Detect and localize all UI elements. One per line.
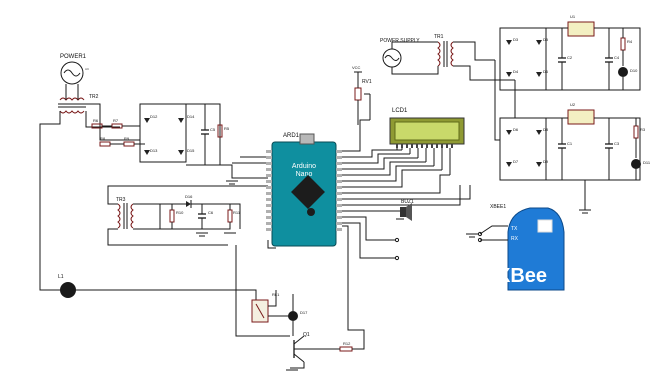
svg-text:D3: D3: [513, 37, 519, 42]
r5-resistor[interactable]: R5: [217, 124, 230, 138]
svg-text:C2: C2: [567, 55, 573, 60]
r9-resistor[interactable]: R9: [123, 136, 135, 147]
terminal-2: [394, 255, 400, 261]
r12-resistor[interactable]: R12: [339, 341, 353, 352]
d17-led[interactable]: D17: [288, 310, 308, 321]
vcc-terminal: VCC: [352, 65, 362, 80]
terminal-1: [394, 237, 400, 243]
arduino-name-line2: Nano: [296, 171, 313, 178]
svg-text:R3: R3: [640, 127, 646, 132]
c3-capacitor[interactable]: C3: [605, 141, 620, 149]
svg-text:C3: C3: [614, 141, 620, 146]
c5-capacitor[interactable]: C5: [201, 127, 216, 135]
svg-text:TR1: TR1: [434, 34, 444, 40]
svg-text:D17: D17: [300, 310, 308, 315]
svg-text:D11: D11: [643, 160, 651, 165]
xbee-module[interactable]: XBEE1 TX RX XBee: [490, 204, 565, 291]
power1-ac-source[interactable]: POWER1 AC: [60, 54, 90, 85]
svg-text:C4: C4: [614, 55, 620, 60]
svg-text:D10: D10: [630, 68, 638, 73]
svg-text:R12: R12: [343, 341, 351, 346]
svg-text:D13: D13: [150, 148, 158, 153]
power1-label: POWER1: [60, 54, 87, 60]
d10-led[interactable]: D10: [618, 67, 638, 77]
svg-text:Q1: Q1: [303, 332, 310, 338]
lcd1-display[interactable]: LCD1: [389, 108, 465, 148]
r11-resistor[interactable]: R11: [227, 209, 241, 223]
d11-led[interactable]: D11: [631, 159, 651, 169]
svg-text:D4: D4: [513, 69, 519, 74]
svg-text:D14: D14: [187, 114, 195, 119]
svg-text:L1: L1: [58, 274, 64, 280]
svg-text:R6: R6: [93, 118, 99, 123]
xbee1-label: XBEE1: [490, 204, 506, 210]
tr1-transformer[interactable]: TR1: [434, 34, 454, 67]
lcd1-label: LCD1: [392, 108, 408, 114]
svg-text:D16: D16: [185, 194, 193, 199]
svg-text:TR3: TR3: [116, 197, 126, 203]
svg-text:D15: D15: [187, 148, 195, 153]
c6-capacitor[interactable]: C6: [198, 210, 214, 219]
bridge-rectifier-d12-d15[interactable]: D12 D13 D14 D15: [139, 103, 195, 163]
svg-text:D6: D6: [543, 69, 549, 74]
svg-text:R7: R7: [113, 118, 119, 123]
power-supply-label: POWER SUPPLY: [380, 38, 420, 44]
svg-text:C1: C1: [567, 141, 573, 146]
svg-text:U2: U2: [570, 102, 576, 107]
c2-capacitor[interactable]: C2: [558, 55, 573, 63]
svg-text:R10: R10: [176, 210, 184, 215]
bridge-rectifier-d6-d9[interactable]: D6 D7 D8 D9: [499, 117, 549, 181]
arduino-name-line1: Arduino: [292, 163, 316, 170]
svg-text:RX: RX: [511, 236, 519, 242]
ard1-label: ARD1: [283, 133, 300, 139]
svg-text:U1: U1: [570, 14, 576, 19]
svg-text:C5: C5: [210, 127, 216, 132]
xbee-logo: XBee: [497, 265, 547, 287]
c1-capacitor[interactable]: C1: [558, 141, 573, 149]
svg-text:D7: D7: [513, 159, 519, 164]
svg-text:AC: AC: [85, 67, 90, 71]
svg-text:R8: R8: [100, 136, 106, 141]
tr2-transformer[interactable]: TR2: [58, 94, 99, 114]
svg-text:D12: D12: [150, 114, 158, 119]
r10-resistor[interactable]: R10: [169, 209, 184, 223]
arduino-nano-board[interactable]: ARD1 Arduino Nano: [266, 133, 342, 247]
u1-voltage-regulator[interactable]: U1: [567, 14, 595, 37]
svg-text:D6: D6: [513, 127, 519, 132]
svg-text:RV1: RV1: [362, 79, 372, 85]
svg-text:R5: R5: [224, 126, 230, 131]
svg-text:R11: R11: [233, 210, 241, 215]
svg-text:R9: R9: [124, 136, 130, 141]
c4-capacitor[interactable]: C4: [605, 55, 620, 63]
svg-text:D5: D5: [543, 37, 549, 42]
l1-lamp[interactable]: L1: [58, 274, 76, 298]
r8-resistor[interactable]: R8: [99, 136, 111, 147]
svg-text:TX: TX: [511, 226, 518, 232]
svg-text:C6: C6: [208, 210, 214, 215]
svg-text:R4: R4: [627, 39, 633, 44]
buz1-buzzer[interactable]: BUZ1: [400, 199, 414, 221]
svg-text:D8: D8: [543, 127, 549, 132]
u2-voltage-regulator[interactable]: U2: [567, 102, 595, 125]
r4-resistor[interactable]: R4: [620, 37, 633, 51]
svg-text:VCC: VCC: [352, 65, 361, 70]
svg-text:BUZ1: BUZ1: [401, 199, 414, 205]
svg-text:D9: D9: [543, 159, 549, 164]
d16-diode[interactable]: D16: [185, 194, 193, 208]
tr2-label: TR2: [89, 94, 99, 100]
q1-transistor[interactable]: Q1: [293, 332, 310, 363]
tr3-transformer[interactable]: TR3: [116, 197, 134, 229]
bridge-rectifier-d1-d4[interactable]: D3 D4 D5 D6: [499, 27, 549, 91]
